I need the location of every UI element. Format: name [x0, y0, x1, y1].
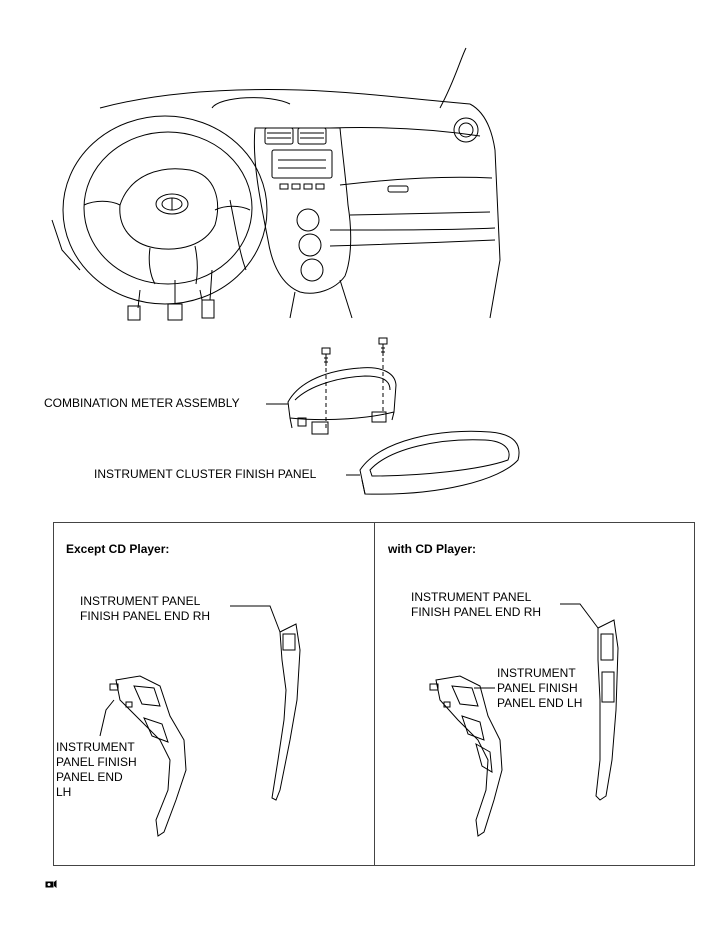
label-left-rh: INSTRUMENT PANEL FINISH PANEL END RH: [80, 594, 211, 623]
variant-divider: [374, 522, 375, 866]
label-right-rh: INSTRUMENT PANEL FINISH PANEL END RH: [411, 590, 542, 619]
title-except-cd: Except CD Player:: [66, 542, 170, 556]
screw-right: [378, 337, 388, 356]
title-with-cd: with CD Player:: [388, 542, 477, 556]
meter-assembly-illustration: [266, 337, 520, 495]
label-left-lh: INSTRUMENT PANEL FINISH PANEL END LH: [56, 740, 137, 799]
camera-icon: [45, 876, 57, 888]
label-cluster-finish-panel: INSTRUMENT CLUSTER FINISH PANEL: [94, 467, 317, 481]
screw-left: [321, 347, 331, 366]
label-combination-meter: COMBINATION METER ASSEMBLY: [44, 396, 240, 410]
label-right-lh: INSTRUMENT PANEL FINISH PANEL END LH: [497, 666, 583, 710]
dashboard-illustration: [51, 47, 501, 321]
